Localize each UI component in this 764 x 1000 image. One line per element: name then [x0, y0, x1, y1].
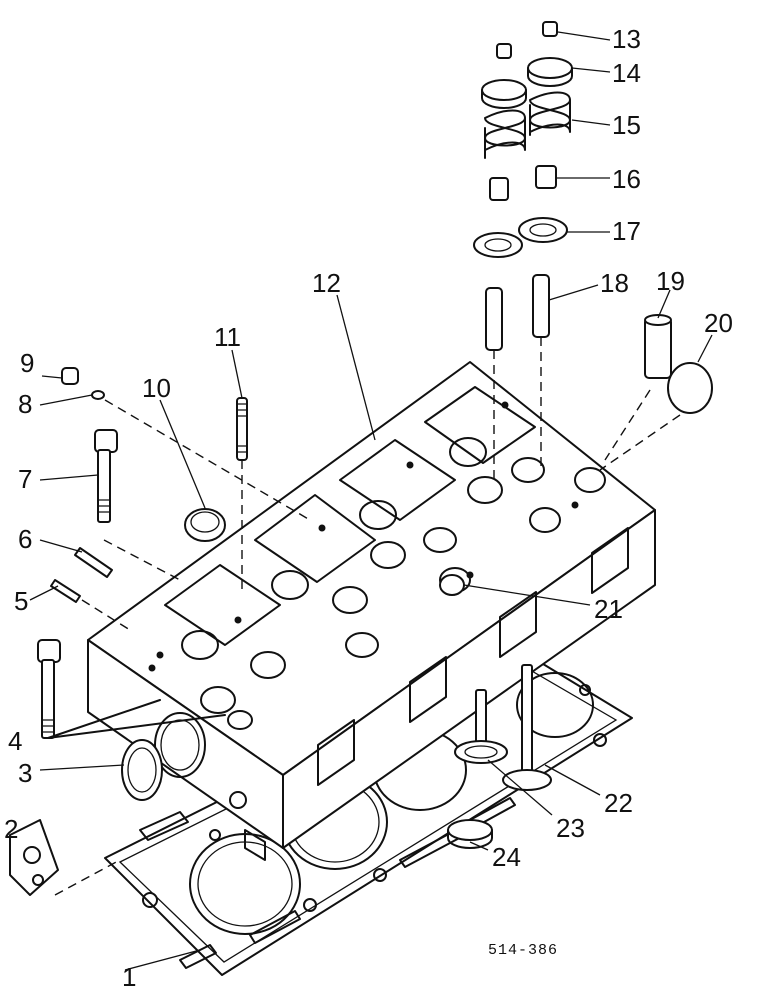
injector-sleeve — [644, 314, 672, 379]
figure-code: 514-386 — [488, 942, 558, 959]
callout-15: 15 — [612, 110, 641, 140]
callout-2: 2 — [4, 814, 18, 844]
stud-5 — [50, 579, 81, 603]
stud-11 — [236, 397, 248, 461]
callout-21: 21 — [594, 594, 623, 624]
head-bolt-4 — [37, 639, 61, 739]
head-bolt-7 — [94, 429, 118, 523]
plug-screw-9 — [61, 367, 105, 400]
callout-23: 23 — [556, 813, 585, 843]
core-plug-right — [667, 362, 713, 414]
callout-11: 11 — [214, 322, 241, 352]
lifting-bracket-2 — [9, 819, 59, 896]
inlet-valve-23 — [454, 689, 508, 764]
callout-24: 24 — [492, 842, 521, 872]
exhaust-valve-22 — [502, 664, 552, 791]
valve-train-right — [518, 21, 573, 338]
callout-19: 19 — [656, 266, 685, 296]
callout-14: 14 — [612, 58, 641, 88]
callout-7: 7 — [18, 464, 32, 494]
callout-8: 8 — [18, 389, 32, 419]
bore-seal-3 — [121, 739, 163, 801]
callout-6: 6 — [18, 524, 32, 554]
dowel-21 — [439, 574, 465, 596]
valve-seat-24 — [447, 819, 493, 849]
callout-5: 5 — [14, 586, 28, 616]
callout-1: 1 — [122, 962, 136, 992]
callout-10: 10 — [142, 373, 171, 403]
callout-4: 4 — [8, 726, 22, 756]
callout-9: 9 — [20, 348, 34, 378]
stud-6 — [74, 547, 113, 578]
leader-lines — [29, 31, 713, 971]
callout-3: 3 — [18, 758, 32, 788]
callout-20: 20 — [704, 308, 733, 338]
callout-18: 18 — [600, 268, 629, 298]
core-plug-left — [184, 508, 226, 542]
callout-12: 12 — [312, 268, 341, 298]
valve-train-left — [473, 43, 527, 351]
callout-13: 13 — [612, 24, 641, 54]
callout-17: 17 — [612, 216, 641, 246]
callout-16: 16 — [612, 164, 641, 194]
cylinder-head — [87, 361, 656, 861]
callout-22: 22 — [604, 788, 633, 818]
